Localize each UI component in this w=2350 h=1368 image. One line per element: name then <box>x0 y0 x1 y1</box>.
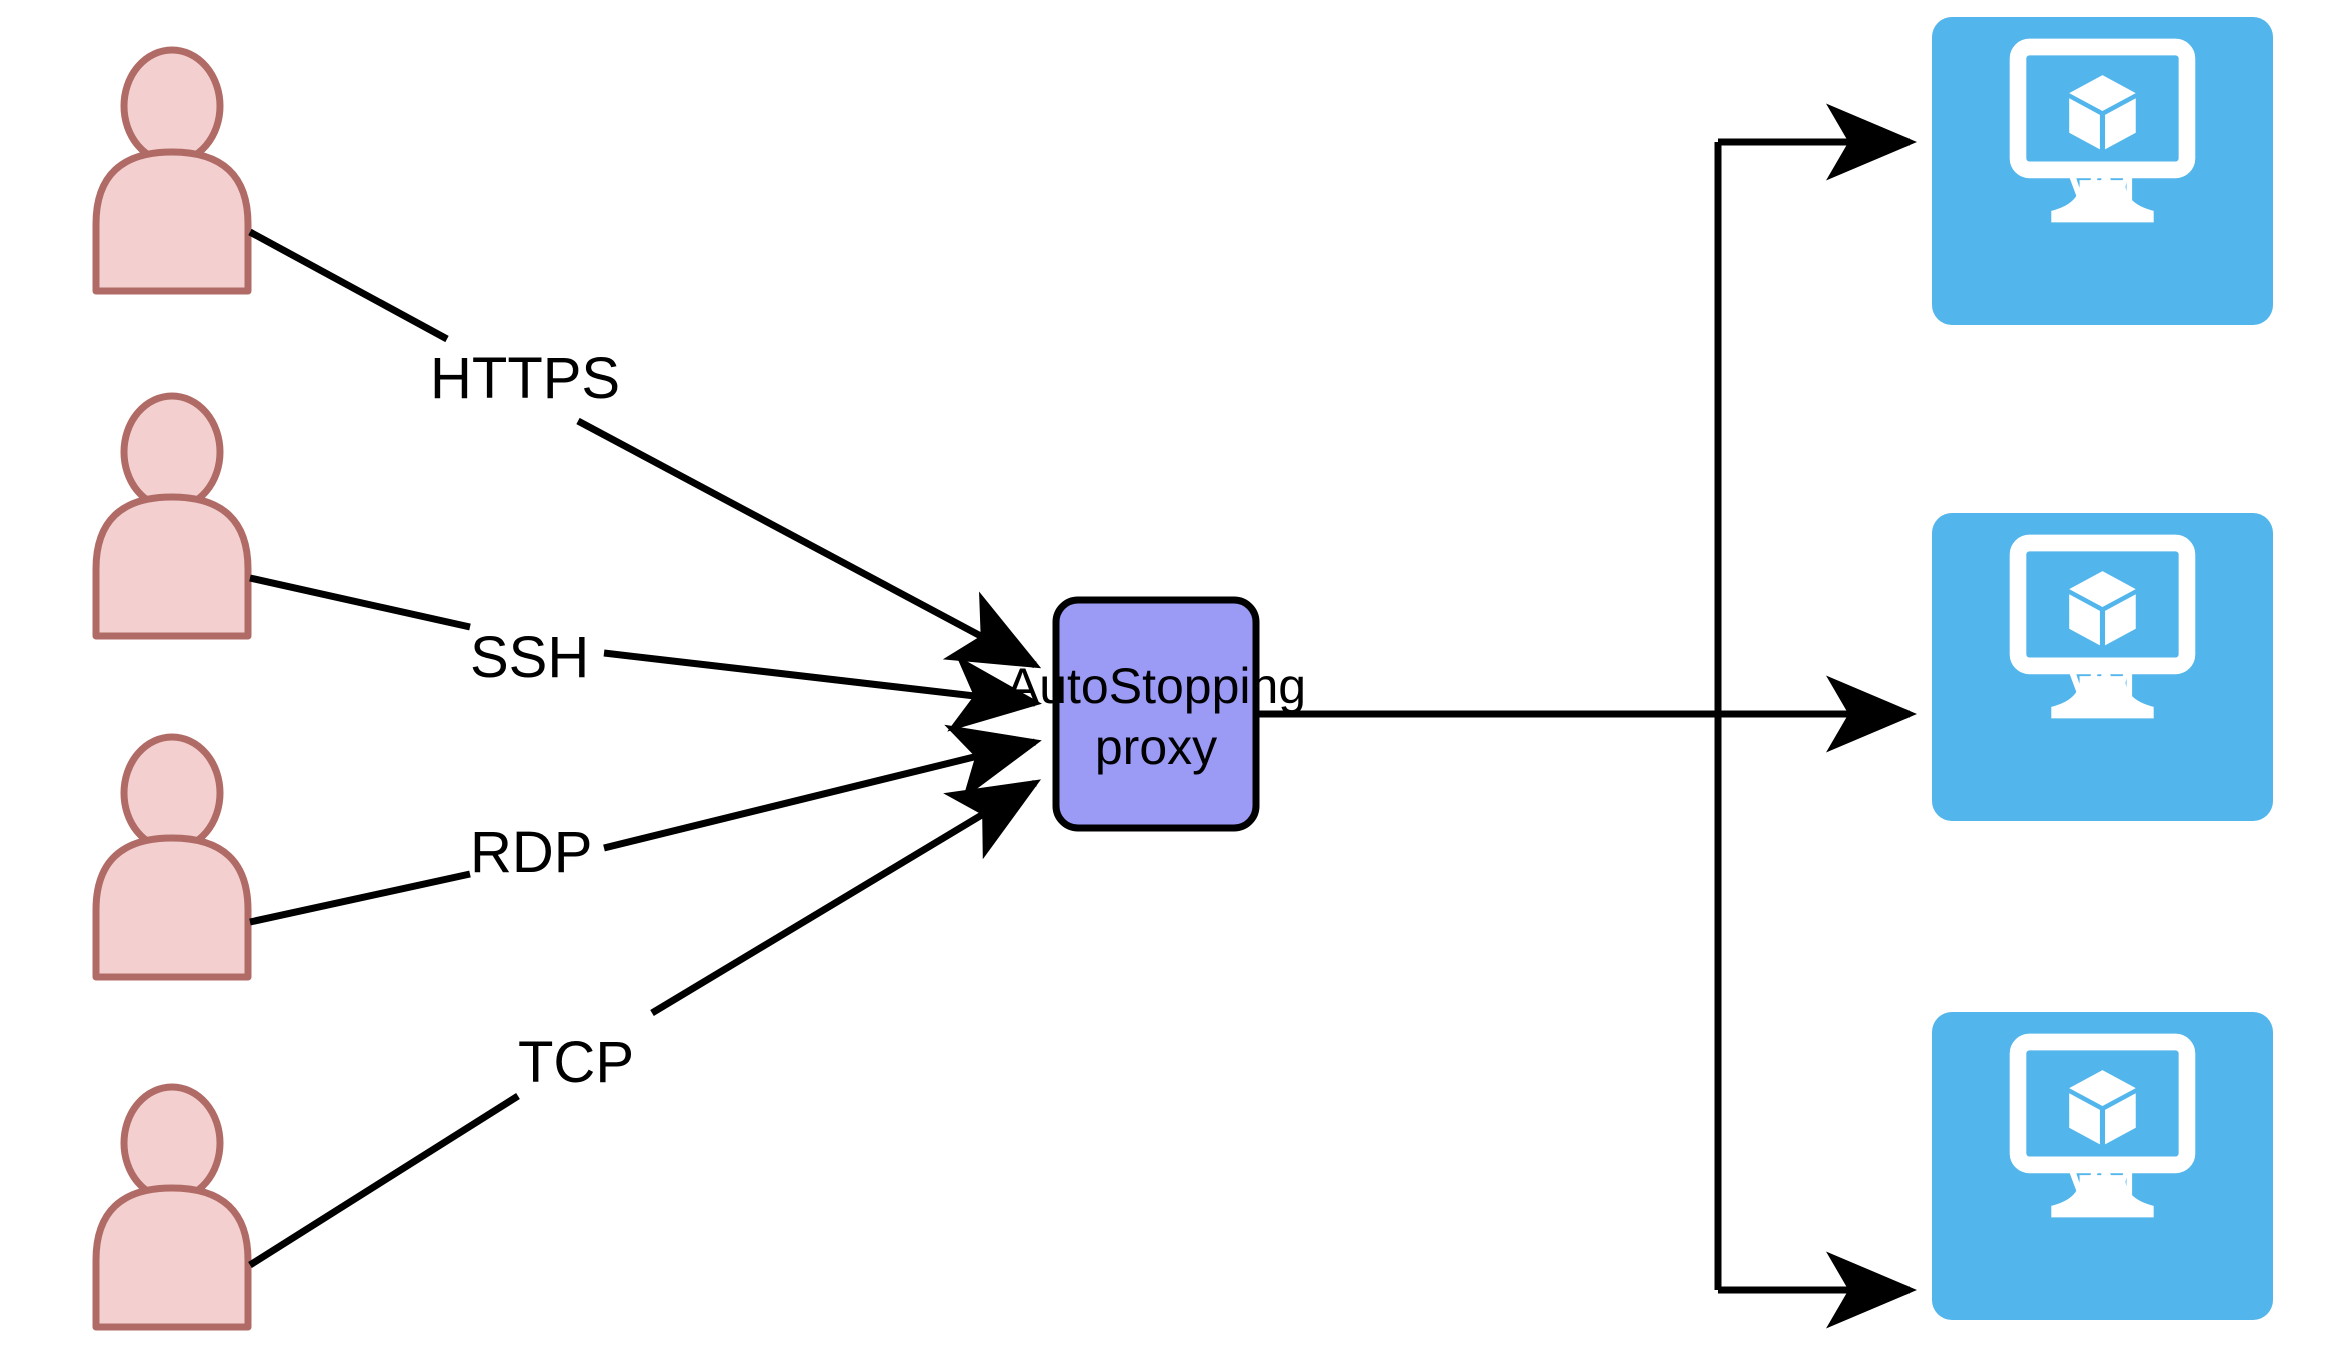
user-actor-3[interactable] <box>92 733 252 981</box>
vm-node-3[interactable]: VM <box>1932 1012 2273 1320</box>
person-icon-head <box>120 733 224 853</box>
person-icon-body <box>92 148 252 295</box>
edge-ssh-segment-b <box>603 649 1042 732</box>
virtual-machine-monitor-icon <box>2009 38 2196 223</box>
person-icon-body <box>92 834 252 981</box>
edge-ssh-segment-a <box>249 574 471 631</box>
edge-label-ssh: SSH <box>470 625 589 690</box>
vm-node-2[interactable]: VM <box>1932 513 2273 821</box>
proxy-label-line2: proxy <box>1095 719 1217 775</box>
edge-https-segment-a <box>248 228 449 343</box>
person-icon-body <box>92 493 252 640</box>
edge-https-segment-b <box>576 417 1042 669</box>
vm-label: VM <box>2069 168 2135 217</box>
vm-label: VM <box>2069 1163 2135 1212</box>
edge-label-tcp: TCP <box>518 1030 634 1095</box>
edge-rdp-segment-b <box>603 724 1042 852</box>
user-actor-2[interactable] <box>92 392 252 640</box>
proxy-label-line1: AutoStopping <box>1006 658 1306 714</box>
edge-tcp-segment-b <box>650 779 1042 1017</box>
person-icon-head <box>120 46 224 166</box>
user-actor-1[interactable] <box>92 46 252 295</box>
user-actor-4[interactable] <box>92 1083 252 1331</box>
vm-label: VM <box>2069 664 2135 713</box>
person-icon-head <box>120 392 224 512</box>
cube-glyph <box>2069 75 2136 150</box>
person-icon-head <box>120 1083 224 1203</box>
proxy-box <box>1052 596 1260 832</box>
edge-label-https: HTTPS <box>430 346 620 411</box>
edge-label-rdp: RDP <box>470 820 592 885</box>
person-icon-body <box>92 1184 252 1331</box>
autostopping-proxy-node[interactable]: AutoStopping proxy <box>1006 596 1306 832</box>
vm-node-1[interactable]: VM <box>1932 17 2273 325</box>
edge-tcp-segment-a <box>248 1093 520 1268</box>
edge-rdp-segment-a <box>249 870 471 926</box>
